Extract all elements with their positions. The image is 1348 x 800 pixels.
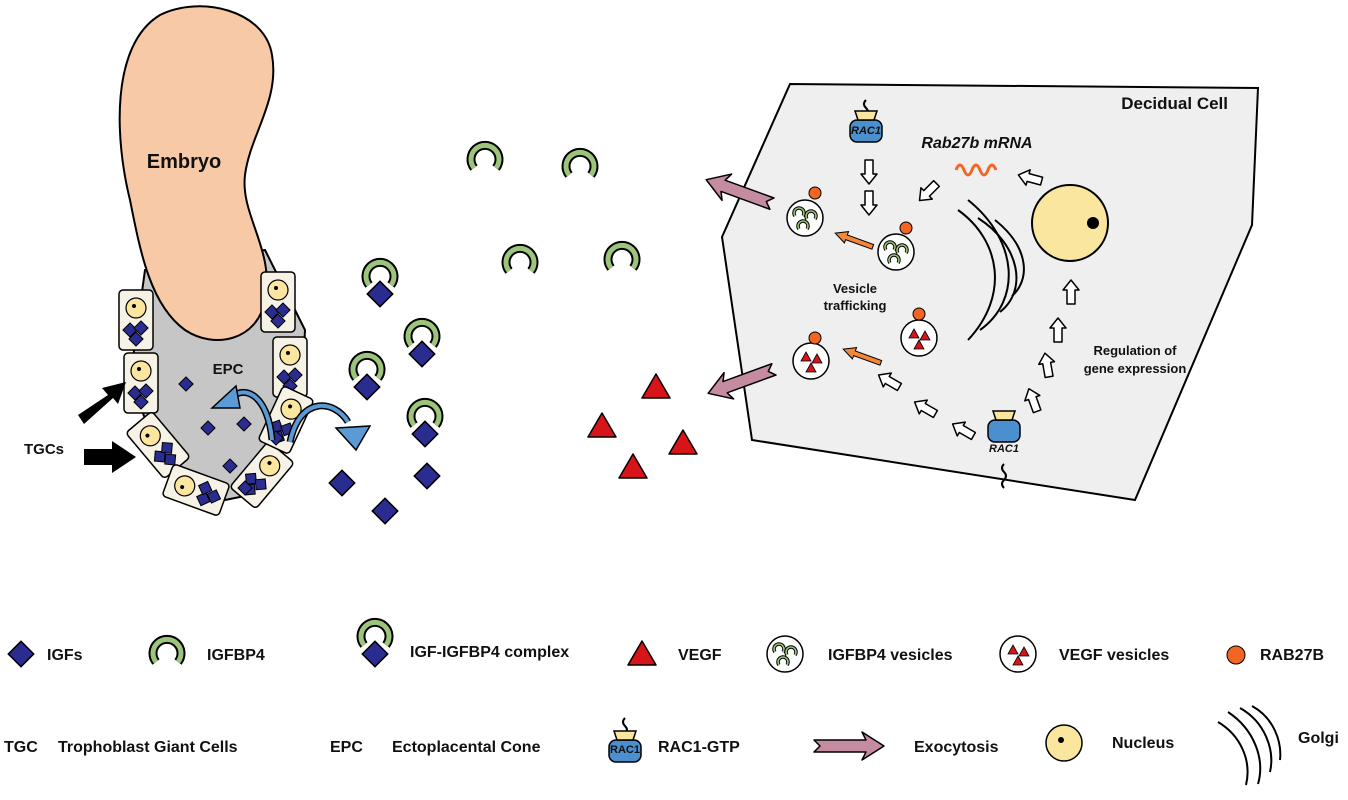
- igfbp4-vesicle-icon: [878, 234, 914, 270]
- legend-nucleus-label: Nucleus: [1112, 735, 1174, 752]
- rac1-anchor: [1001, 463, 1007, 489]
- igf-igfbp4-complex-icon: [408, 322, 436, 366]
- tgc-cell: [261, 272, 295, 332]
- legend-tgc-full: Trophoblast Giant Cells: [58, 739, 238, 756]
- legend-golgi-label: Golgi: [1298, 730, 1339, 747]
- legend-complex-icon: [361, 622, 389, 666]
- legend-igf-icon: [7, 640, 35, 668]
- legend-vegf-label: VEGF: [678, 647, 722, 664]
- rac1-bottom-label: RAC1: [989, 443, 1019, 455]
- legend-igfbp4-label: IGFBP4: [207, 647, 265, 664]
- legend-epc-full: Ectoplacental Cone: [392, 739, 541, 756]
- nucleus: [1031, 184, 1109, 262]
- legend-complex-label: IGF-IGFBP4 complex: [410, 644, 569, 661]
- tgc-arrow-icon: [84, 441, 136, 473]
- vegf-icon: [587, 412, 617, 438]
- rab27b-icon: [912, 307, 926, 321]
- decidual-cell-label: Decidual Cell: [1121, 94, 1228, 113]
- igfbp4-vesicle-icon: [787, 200, 823, 236]
- decidual-cell: [720, 82, 1260, 502]
- legend-igfbp4-vesicles-label: IGFBP4 vesicles: [828, 647, 953, 664]
- legend-golgi-icon: [1217, 705, 1282, 786]
- igfbp4-icon: [506, 248, 534, 271]
- vesicle-trafficking-label-2: trafficking: [824, 298, 887, 313]
- vesicle-trafficking-label-1: Vesicle: [833, 281, 877, 296]
- mrna-icon: [954, 163, 998, 177]
- vegf-icon: [618, 453, 648, 479]
- tgc-arrow-icon: [78, 382, 126, 424]
- legend-exocytosis-label: Exocytosis: [914, 739, 999, 756]
- legend-vegf-vesicle-icon: [1000, 636, 1036, 672]
- igf-icon: [413, 462, 441, 490]
- igfbp4-icon: [471, 145, 499, 168]
- igf-igfbp4-complex-icon: [353, 355, 381, 399]
- vegf-icon: [641, 373, 671, 399]
- regulation-label-1: Regulation of: [1093, 343, 1177, 358]
- tgc-cell: [119, 290, 153, 350]
- mrna-label: Rab27b mRNA: [921, 135, 1032, 152]
- curved-arrow-head-icon: [334, 425, 372, 452]
- legend-vegf-vesicles-label: VEGF vesicles: [1059, 647, 1169, 664]
- embryo-label: Embryo: [147, 151, 221, 173]
- tgc-cell: [124, 353, 158, 413]
- legend-igfbp4-icon: [153, 639, 181, 662]
- rab27b-icon: [808, 186, 822, 200]
- tgcs-label: TGCs: [24, 441, 64, 458]
- legend-epc-abbr: EPC: [330, 739, 363, 756]
- igf-icon: [371, 497, 399, 525]
- vegf-vesicle-icon: [901, 320, 937, 356]
- golgi-icon: [957, 199, 1025, 341]
- igfbp4-icon: [566, 152, 594, 175]
- legend-tgc-abbr: TGC: [4, 739, 38, 756]
- rab27b-icon: [808, 331, 822, 345]
- curved-arrow-head-icon: [210, 384, 241, 409]
- legend-igfs-label: IGFs: [47, 647, 83, 664]
- legend-exocytosis-icon: [813, 731, 885, 761]
- vegf-vesicle-icon: [793, 343, 829, 379]
- legend-rab27b-label: RAB27B: [1260, 647, 1324, 664]
- rac1-top-label: RAC1: [851, 125, 881, 137]
- igfbp4-icon: [608, 245, 636, 268]
- legend-nucleus-icon: [1045, 724, 1083, 762]
- rab27b-icon: [899, 221, 913, 235]
- vegf-icon: [668, 429, 698, 455]
- legend-rac1-gtp-label: RAC1-GTP: [658, 739, 740, 756]
- regulation-label-2: gene expression: [1084, 361, 1187, 376]
- epc-label: EPC: [213, 361, 244, 378]
- legend-rab27b-icon: [1226, 645, 1246, 665]
- igf-igfbp4-complex-icon: [411, 402, 439, 446]
- legend-vegf-icon: [627, 640, 657, 666]
- legend-igfbp4-vesicle-icon: [767, 636, 803, 672]
- igf-igfbp4-complex-icon: [366, 262, 394, 306]
- legend-rac1-glyph-label: RAC1: [610, 744, 640, 756]
- igf-icon: [328, 469, 356, 497]
